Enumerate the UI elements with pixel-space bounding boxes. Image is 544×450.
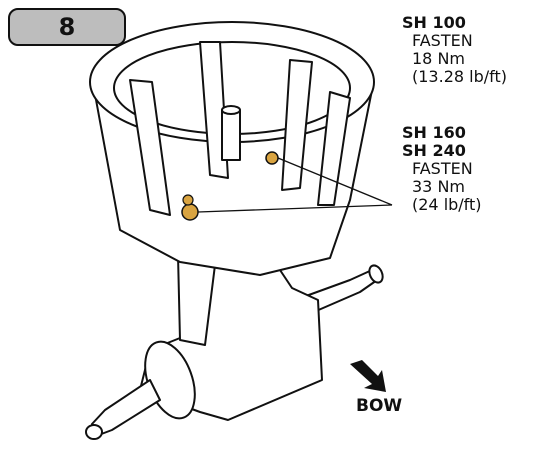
model-label: SH 240 [402,141,466,160]
model-label: SH 160 [402,123,466,142]
bow-direction-label: BOW [356,396,403,416]
spec-torque-imperial: (24 lb/ft) [412,195,482,214]
spec-torque-imperial: (13.28 lb/ft) [412,67,507,86]
model-label: SH 100 [402,13,466,32]
hub-top [221,105,241,115]
step-number: 8 [58,13,76,41]
left-shaft [91,379,161,437]
torque-spec-sh100: SH 100 FASTEN 18 Nm (13.28 lb/ft) [402,14,507,86]
spec-action: FASTEN [412,159,473,178]
spec-torque-metric: 18 Nm [412,49,465,68]
rib [317,91,351,206]
left-shaft-end [85,424,103,440]
right-shaft-end [368,264,384,284]
torque-spec-sh160-sh240: SH 160 SH 240 FASTEN 33 Nm (24 lb/ft) [402,124,482,214]
spec-torque-metric: 33 Nm [412,177,465,196]
bow-direction-arrow-icon [350,360,386,392]
center-hub [221,109,241,161]
step-number-badge: 8 [8,8,126,46]
leader-line [197,204,393,213]
bolt-left [181,203,199,221]
rib [129,79,171,216]
rib [281,59,313,191]
bolt-right [265,151,279,165]
leader-line [277,157,393,206]
bolt-left-top [182,194,194,206]
spec-action: FASTEN [412,31,473,50]
